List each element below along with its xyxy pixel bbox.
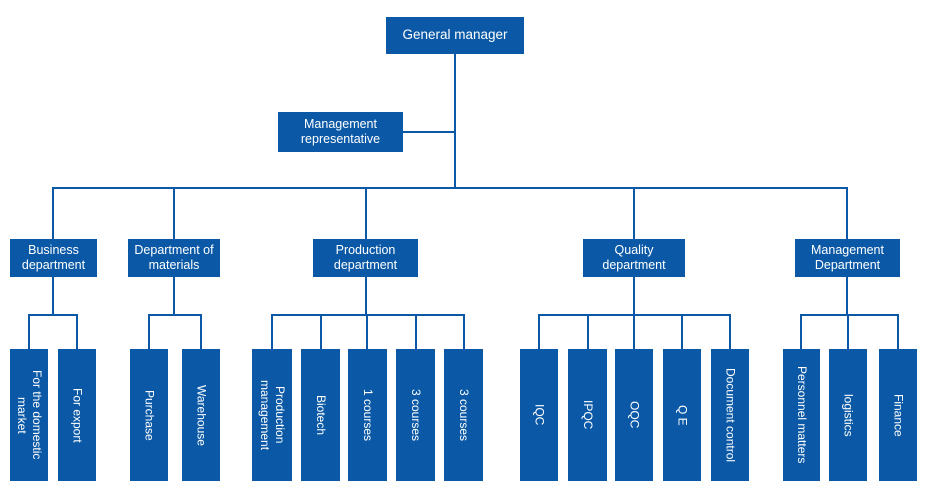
node-for-the-domestic-market: For the domestic market (10, 349, 48, 481)
connector-child-drop (538, 314, 540, 349)
connector-child-drop (729, 314, 731, 349)
connector-child-drop (28, 314, 30, 349)
node-3-courses-a: 3 courses (396, 349, 435, 481)
connector-dept-drop (633, 187, 635, 239)
connector-child-drop (587, 314, 589, 349)
connector-dept-drop (365, 187, 367, 239)
node-for-export: For export (58, 349, 96, 481)
connector-bracket (148, 314, 202, 316)
connector-mgmt-rep-link (403, 131, 455, 133)
node-finance: Finance (879, 349, 917, 481)
connector-child-drop (800, 314, 802, 349)
node-general-manager: General manager (386, 17, 524, 54)
connector-bracket (271, 314, 465, 316)
connector-dept-to-bracket (52, 277, 54, 316)
connector-bracket (28, 314, 78, 316)
node-iqc: IQC (520, 349, 558, 481)
node-1-courses: 1 courses (348, 349, 387, 481)
node-production-management: Production management (252, 349, 292, 481)
connector-child-drop (415, 314, 417, 349)
node-management-department: Management Department (795, 239, 900, 277)
node-management-representative: Management representative (278, 112, 403, 152)
node-department-of-materials: Department of materials (128, 239, 220, 277)
connector-dept-to-bracket (173, 277, 175, 316)
connector-child-drop (633, 314, 635, 349)
connector-child-drop (366, 314, 368, 349)
node-business-department: Business department (10, 239, 97, 277)
node-personnel-matters: Personnel matters (783, 349, 820, 481)
connector-child-drop (148, 314, 150, 349)
node-purchase: Purchase (130, 349, 168, 481)
node-quality-department: Quality department (583, 239, 685, 277)
connector-child-drop (200, 314, 202, 349)
node-qe: Q E (663, 349, 701, 481)
connector-child-drop (847, 314, 849, 349)
connector-dept-drop (52, 187, 54, 239)
connector-dept-to-bracket (846, 277, 848, 316)
connector-bracket (800, 314, 898, 316)
connector-child-drop (271, 314, 273, 349)
connector-dept-to-bracket (365, 277, 367, 316)
connector-dept-to-bracket (633, 277, 635, 316)
node-production-department: Production department (313, 239, 418, 277)
connector-gm-drop (454, 54, 456, 188)
node-3-courses-b: 3 courses (444, 349, 483, 481)
node-oqc: OQC (615, 349, 653, 481)
connector-child-drop (76, 314, 78, 349)
connector-child-drop (463, 314, 465, 349)
node-warehouse: Warehouse (182, 349, 220, 481)
connector-child-drop (320, 314, 322, 349)
node-document-control: Document control (711, 349, 749, 481)
connector-dept-drop (173, 187, 175, 239)
connector-child-drop (897, 314, 899, 349)
connector-child-drop (681, 314, 683, 349)
node-biotech: Biotech (301, 349, 340, 481)
connector-main-bus (52, 187, 848, 189)
node-ipqc: IPQC (568, 349, 607, 481)
node-logistics: logistics (829, 349, 867, 481)
connector-dept-drop (846, 187, 848, 239)
